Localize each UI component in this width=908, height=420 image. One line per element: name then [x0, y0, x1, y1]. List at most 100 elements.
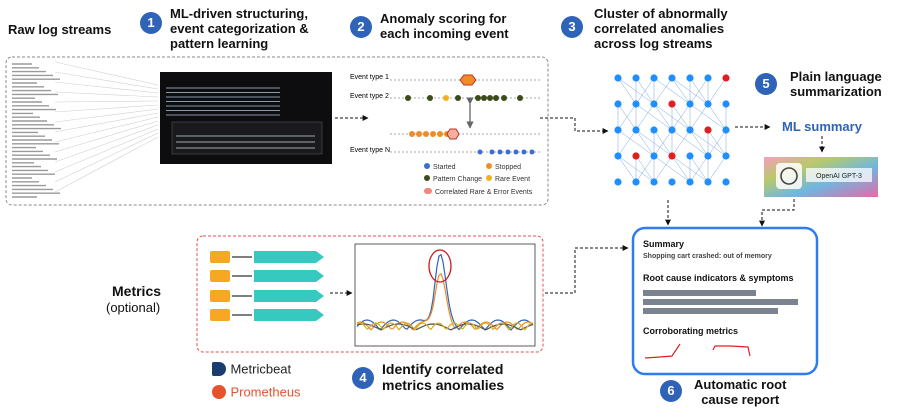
network-node: [704, 74, 712, 82]
network-edge: [617, 103, 637, 131]
started-dot: [505, 149, 511, 155]
metricbeat-logo: Metricbeat: [212, 360, 291, 378]
report-summary-text: Shopping cart crashed: out of memory: [643, 253, 772, 260]
metric-chart-box: [354, 243, 536, 347]
stopped-dot: [409, 131, 415, 137]
legend-correlated: Correlated Rare & Error Events: [435, 189, 533, 196]
stopped-dot: [430, 131, 436, 137]
stopped-dot: [416, 131, 422, 137]
step-2-badge: 2: [350, 16, 372, 38]
event-dot: [455, 95, 461, 101]
funnel-line: [54, 116, 159, 143]
network-edge: [707, 155, 727, 183]
ml-summary-label: ML summary: [782, 119, 862, 134]
event-type-2-label: Event type 2: [350, 93, 389, 100]
report-summary-title: Summary: [643, 239, 685, 249]
step-3-badge: 3: [561, 16, 583, 38]
event-legend: Started Stopped Pattern Change Rare Even…: [424, 163, 544, 203]
network-edge: [635, 103, 655, 131]
network-edge: [653, 129, 673, 157]
correlated-dot-icon: [424, 188, 432, 194]
metric-target-bar: [254, 290, 324, 302]
started-dot: [489, 149, 495, 155]
network-edge: [653, 155, 673, 183]
funnel-line: [54, 100, 159, 103]
network-edge: [671, 129, 709, 157]
funnel-line: [54, 120, 159, 153]
event-dot: [487, 95, 493, 101]
anomaly-node: [668, 100, 676, 108]
network-node: [632, 126, 640, 134]
network-edge: [671, 77, 691, 105]
network-edge: [689, 103, 727, 131]
rare-event-dot-icon: [486, 175, 492, 181]
funnel-line: [54, 91, 159, 98]
network-node: [686, 74, 694, 82]
network-node: [722, 178, 730, 186]
metric-curve: [356, 322, 534, 331]
network-node: [614, 74, 622, 82]
indicator-bar-2: [643, 299, 798, 305]
metric-source-block: [210, 309, 230, 321]
event-dot: [517, 95, 523, 101]
metricbeat-icon: [212, 361, 226, 376]
event-lines: [390, 74, 540, 155]
network-edge: [689, 129, 709, 157]
anomaly-node: [668, 152, 676, 160]
metric-source-block: [210, 270, 230, 282]
funnel-line: [54, 81, 159, 94]
network-node: [614, 152, 622, 160]
network-node: [632, 100, 640, 108]
event-dot: [481, 95, 487, 101]
metrics-label: Metrics: [112, 283, 162, 299]
network-node: [650, 126, 658, 134]
prometheus-icon: [212, 384, 226, 399]
metric-curve: [356, 253, 534, 331]
metric-target-bar: [254, 270, 324, 282]
network-edge: [653, 103, 673, 131]
network-node: [686, 126, 694, 134]
network-edge: [617, 129, 637, 157]
metric-sources: [210, 251, 324, 321]
anomaly-node: [632, 152, 640, 160]
funnel-line: [54, 108, 159, 123]
openai-logo-icon: [780, 167, 798, 185]
network-edge: [707, 103, 727, 131]
raw-log-streams-label: Raw log streams: [8, 22, 112, 37]
prometheus-logo: Prometheus: [212, 383, 301, 401]
network-edge: [671, 103, 691, 131]
network-node: [704, 152, 712, 160]
funnel-line: [54, 112, 159, 133]
funnel-line: [54, 61, 159, 86]
step-1-badge: 1: [140, 12, 162, 34]
report-root-title: Root cause indicators & symptoms: [643, 273, 794, 283]
network-edge: [689, 155, 709, 183]
metric-source-block: [210, 251, 230, 263]
metric-spark-1: [644, 343, 681, 359]
network-edge: [635, 129, 655, 157]
network-edge: [707, 129, 727, 157]
legend-pattern-change: Pattern Change: [433, 176, 483, 183]
network-node: [704, 100, 712, 108]
anomaly-node: [722, 74, 730, 82]
step-5-badge: 5: [755, 73, 777, 95]
event-dot: [443, 95, 449, 101]
metric-source-block: [210, 290, 230, 302]
stopped-dot: [423, 131, 429, 137]
network-edge: [689, 103, 709, 131]
network-node: [704, 178, 712, 186]
indicator-bar-1: [643, 290, 756, 296]
started-dot-icon: [424, 163, 430, 169]
network-edge: [671, 155, 691, 183]
network-node: [686, 178, 694, 186]
event-dot: [501, 95, 507, 101]
event-dot: [475, 95, 481, 101]
network-node: [668, 74, 676, 82]
indicator-bar-3: [643, 308, 778, 314]
event-dot: [427, 95, 433, 101]
